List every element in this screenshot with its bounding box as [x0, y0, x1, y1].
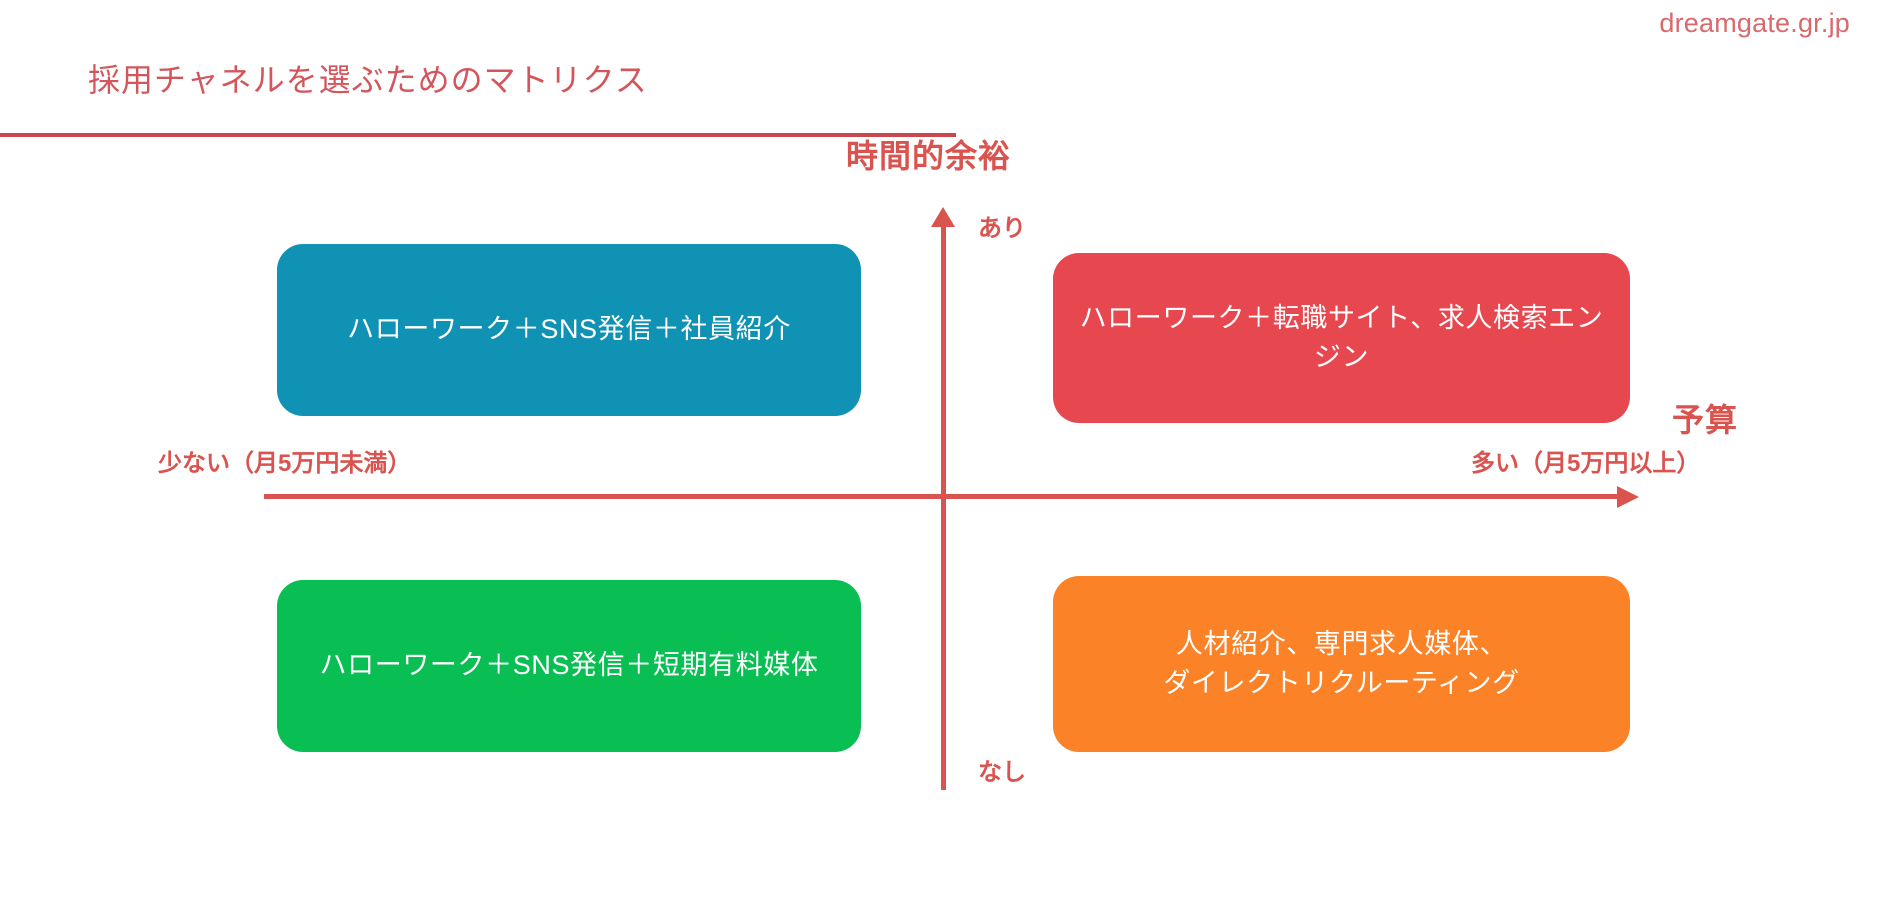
x-axis-low-label: 少ない（月5万円未満） [158, 450, 412, 477]
page-title: 採用チャネルを選ぶためのマトリクス [88, 62, 648, 98]
quadrant-box-bottom-left: ハローワーク＋SNS発信＋短期有料媒体 [277, 580, 861, 752]
x-axis-title: 予算 [1672, 402, 1739, 438]
x-axis-high-label: 多い（月5万円以上） [1471, 450, 1701, 477]
y-axis-arrow-icon [931, 207, 955, 227]
quadrant-label-bottom-left: ハローワーク＋SNS発信＋短期有料媒体 [319, 650, 819, 681]
quadrant-box-bottom-right: 人材紹介、専門求人媒体、 ダイレクトリクルーティング [1053, 576, 1630, 752]
quadrant-label-bottom-right-line2: ダイレクトリクルーティング [1163, 668, 1520, 698]
y-axis-title: 時間的余裕 [846, 138, 1012, 174]
y-axis-low-label: なし [978, 759, 1026, 786]
quadrant-box-top-left: ハローワーク＋SNS発信＋社員紹介 [277, 244, 861, 416]
quadrant-label-top-left: ハローワーク＋SNS発信＋社員紹介 [347, 314, 791, 345]
quadrant-label-bottom-right-line1: 人材紹介、専門求人媒体、 [1175, 628, 1508, 659]
x-axis-line [264, 494, 1619, 499]
x-axis-arrow-icon [1617, 486, 1639, 508]
quadrant-label-top-right: ハローワーク＋転職サイト、求人検索エンジン [1079, 302, 1604, 372]
quadrant-label-bottom-right: 人材紹介、専門求人媒体、 ダイレクトリクルーティング [1163, 625, 1519, 703]
y-axis-high-label: あり [978, 215, 1026, 242]
y-axis-line [941, 224, 946, 790]
quadrant-box-top-right: ハローワーク＋転職サイト、求人検索エンジン [1053, 253, 1630, 423]
title-underline-rule [0, 133, 956, 137]
site-watermark: dreamgate.gr.jp [1659, 8, 1850, 38]
